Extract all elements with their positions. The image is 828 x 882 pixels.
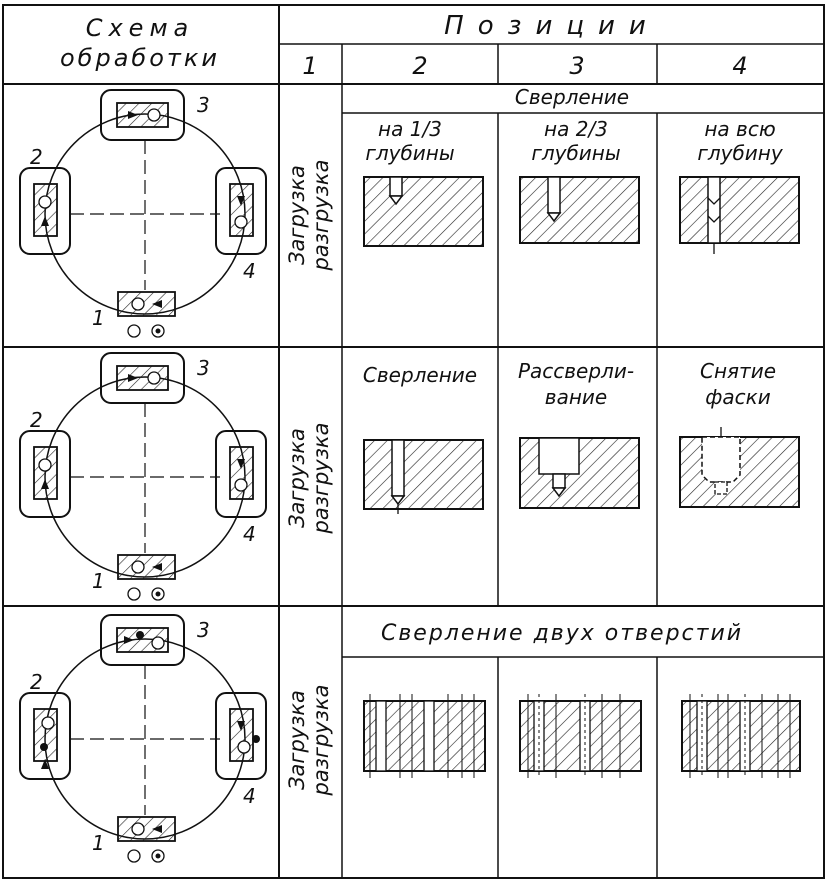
operation-span-title: Сверление xyxy=(515,85,629,109)
station-number-left: 2 xyxy=(30,670,43,694)
station-number-top: 3 xyxy=(197,356,210,380)
position-number-2: 2 xyxy=(412,52,427,80)
station-number-right: 4 xyxy=(243,259,256,283)
fixture-station-left xyxy=(19,167,71,255)
workpiece-icon xyxy=(229,708,254,762)
workpiece-two-holes-stage-1 xyxy=(363,694,486,778)
arrow-icon xyxy=(41,479,49,489)
workpiece-icon xyxy=(33,183,58,237)
operation-label-line1: Рассверли- xyxy=(518,359,634,383)
operation-label-line2: фаски xyxy=(705,385,770,409)
operation-label-line1: на 1/3 xyxy=(378,117,442,141)
station-number-right: 4 xyxy=(243,522,256,546)
loading-label-line2: разгрузка xyxy=(309,423,333,535)
loading-label-line1: Загрузка xyxy=(285,428,309,528)
operation-label-line1: Снятие xyxy=(700,359,776,383)
fixture-station-right xyxy=(215,692,267,780)
station-number-bottom: 1 xyxy=(92,306,105,330)
workpiece-icon xyxy=(117,816,176,842)
loading-label-line1: Загрузка xyxy=(285,690,309,790)
load-marker-icon xyxy=(127,587,141,601)
workpiece-two-holes-stage-3 xyxy=(681,694,801,778)
position-number-1: 1 xyxy=(302,52,317,80)
station-number-bottom: 1 xyxy=(92,831,105,855)
station-number-top: 3 xyxy=(197,93,210,117)
row-3: Загрузка разгрузка Сверление двух отверс… xyxy=(285,621,801,797)
workpiece-icon xyxy=(117,554,176,580)
fixture-station-left xyxy=(19,692,71,780)
operation-label-line2: глубину xyxy=(697,141,784,165)
fixture-station-top xyxy=(100,89,185,141)
station-number-left: 2 xyxy=(30,145,43,169)
workpiece-drill-full xyxy=(679,176,800,254)
operation-label-line2: вание xyxy=(545,385,607,409)
rotary-scheme-row-3: 1 2 3 4 xyxy=(19,614,267,863)
scheme-title-line1: Схема xyxy=(86,14,195,42)
positions-title: Позиции xyxy=(444,11,660,41)
station-number-bottom: 1 xyxy=(92,569,105,593)
workpiece-drill-third xyxy=(363,176,484,247)
rotary-scheme-row-2: 1 2 3 4 xyxy=(19,352,267,601)
load-marker-icon xyxy=(127,849,141,863)
fixture-station-right xyxy=(215,167,267,255)
workpiece-chamfering xyxy=(679,427,800,508)
workpiece-drill-two-thirds xyxy=(519,176,640,244)
workpiece-drilling xyxy=(363,439,484,514)
fixture-station-top xyxy=(100,352,185,404)
arrow-icon xyxy=(124,636,134,644)
position-number-3: 3 xyxy=(569,52,584,80)
station-number-top: 3 xyxy=(197,618,210,642)
arrow-icon xyxy=(152,825,162,833)
operation-label-line1: на всю xyxy=(704,117,775,141)
arrow-icon xyxy=(128,374,138,382)
loading-label-line1: Загрузка xyxy=(285,165,309,265)
arrow-icon xyxy=(41,759,49,769)
table-grid xyxy=(2,4,825,879)
station-number-right: 4 xyxy=(243,784,256,808)
station-number-left: 2 xyxy=(30,408,43,432)
fixture-station-right xyxy=(215,430,267,518)
arrow-icon xyxy=(237,721,245,731)
workpiece-icon xyxy=(33,446,58,500)
arrow-icon xyxy=(152,300,162,308)
table-border xyxy=(2,4,825,879)
workpiece-two-holes-stage-2 xyxy=(519,694,642,778)
row-1: Загрузка разгрузка Сверление на 1/3 глуб… xyxy=(285,85,800,272)
rotary-scheme-row-1: 1 2 3 4 xyxy=(19,89,267,338)
arrow-icon xyxy=(41,216,49,226)
arrow-icon xyxy=(237,459,245,469)
workpiece-icon xyxy=(117,291,176,317)
arrow-icon xyxy=(128,111,138,119)
position-number-4: 4 xyxy=(732,52,747,80)
workpiece-reaming xyxy=(519,437,640,509)
operation-label-line2: глубины xyxy=(531,141,620,165)
load-marker-icon xyxy=(127,324,141,338)
fixture-station-left xyxy=(19,430,71,518)
operation-label-line1: на 2/3 xyxy=(544,117,608,141)
loading-label-line2: разгрузка xyxy=(309,685,333,797)
operation-label-line1: Сверление xyxy=(363,363,477,387)
fixture-station-top xyxy=(100,614,185,666)
arrow-icon xyxy=(237,196,245,206)
operation-span-title: Сверление двух отверстий xyxy=(381,621,743,646)
row-2: Загрузка разгрузка Сверление Рассверли- … xyxy=(285,359,800,535)
operation-label-line2: глубины xyxy=(365,141,454,165)
loading-label-line2: разгрузка xyxy=(309,160,333,272)
workpiece-icon xyxy=(33,708,58,762)
scheme-title-line2: обработки xyxy=(60,44,220,72)
arrow-icon xyxy=(152,563,162,571)
